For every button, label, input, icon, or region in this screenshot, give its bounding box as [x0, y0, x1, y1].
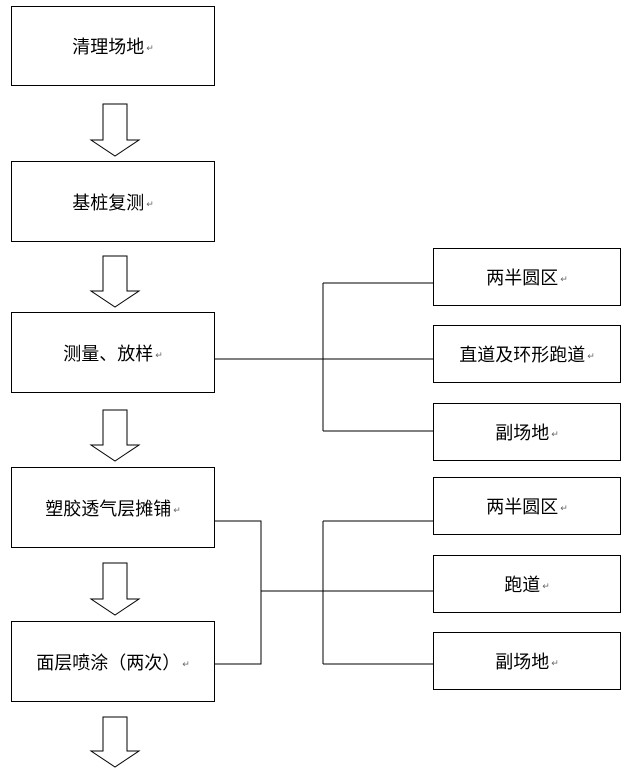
return-mark: ↵	[542, 582, 550, 592]
step-clear-site: 清理场地↵	[11, 6, 215, 86]
branch-label: 副场地	[495, 423, 550, 444]
step-surface-spray: 面层喷涂（两次）↵	[11, 621, 215, 702]
down-arrow-5	[89, 716, 141, 768]
branch-b-left-bracket	[215, 520, 262, 665]
branch-label: 跑道	[504, 575, 541, 596]
step-pile-recheck: 基桩复测↵	[11, 161, 215, 242]
return-mark: ↵	[560, 504, 568, 514]
down-arrow-3	[89, 409, 141, 462]
branch-a-semicircle-zones: 两半圆区↵	[433, 248, 621, 306]
return-mark: ↵	[551, 659, 559, 669]
down-arrow-1	[89, 103, 141, 157]
return-mark: ↵	[551, 430, 559, 440]
return-mark: ↵	[587, 352, 595, 362]
step-label: 清理场地	[72, 37, 145, 58]
return-mark: ↵	[173, 505, 181, 516]
branch-label: 两半圆区	[486, 268, 559, 289]
step-breathable-layer: 塑胶透气层摊铺↵	[11, 467, 215, 548]
branch-a-auxiliary-field: 副场地↵	[433, 403, 621, 461]
step-label: 塑胶透气层摊铺	[45, 498, 172, 520]
branch-label: 直道及环形跑道	[459, 345, 586, 366]
branch-a-straight-and-ring-track: 直道及环形跑道↵	[433, 325, 621, 383]
return-mark: ↵	[146, 44, 154, 54]
down-arrow-4	[89, 562, 141, 616]
return-mark: ↵	[182, 659, 190, 670]
branch-label: 两半圆区	[486, 497, 559, 518]
return-mark: ↵	[146, 199, 154, 210]
step-survey-layout: 测量、放样↵	[11, 312, 215, 393]
step-label: 基桩复测	[72, 192, 145, 214]
branch-label: 副场地	[495, 652, 550, 673]
branch-b-auxiliary-field: 副场地↵	[433, 632, 621, 690]
step-label: 面层喷涂（两次）	[36, 652, 181, 674]
return-mark: ↵	[155, 350, 163, 361]
return-mark: ↵	[560, 275, 568, 285]
down-arrow-2	[89, 255, 141, 308]
branch-b-track: 跑道↵	[433, 555, 621, 613]
step-label: 测量、放样	[63, 343, 154, 365]
branch-b-semicircle-zones: 两半圆区↵	[433, 477, 621, 535]
